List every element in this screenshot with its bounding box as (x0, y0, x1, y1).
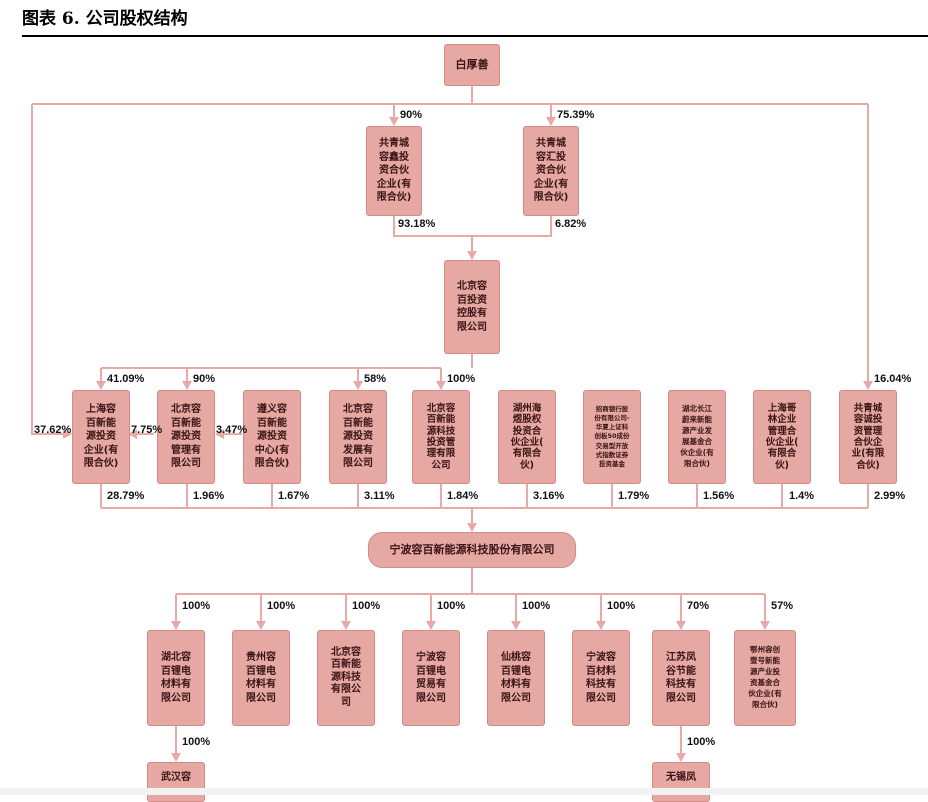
node-gongqing-cheng: 共青城 容诚投 资管理 合伙企 业(有限 合伙) (839, 390, 897, 484)
pct-label: 100% (182, 736, 211, 748)
pct-label: 1.67% (278, 490, 310, 502)
node-beijing-fazhan: 北京容 百新能 源投资 发展有 限公司 (329, 390, 387, 484)
pct-label: 100% (352, 600, 381, 612)
node-shanghai-gelin: 上海哥 林企业 管理合 伙企业( 有限合 伙) (753, 390, 811, 484)
pct-label: 90% (400, 109, 423, 121)
node-beijing-keji: 北京容 百新能 源科技 投资管 理有限 公司 (412, 390, 470, 484)
node-huzhou: 湖州海 煜股权 投资合 伙企业( 有限合 伙) (498, 390, 556, 484)
node-gongqing-hui: 共青城 容汇投 资合伙 企业(有 限合伙) (523, 126, 579, 216)
pct-label: 7.75% (131, 424, 163, 436)
node-ningbo-main: 宁波容百新能源科技股份有限公司 (368, 532, 576, 568)
figure-title: 图表 6. 公司股权结构 (22, 9, 188, 29)
pct-label: 1.56% (703, 490, 735, 502)
node-wuhan: 武汉容 (147, 762, 205, 802)
pct-label: 3.11% (364, 490, 395, 502)
node-beijing-kongu: 北京容 百投资 控股有 限公司 (444, 260, 500, 354)
pct-label: 6.82% (555, 218, 587, 230)
node-gongqing-xin: 共青城 容鑫投 资合伙 企业(有 限合伙) (366, 126, 422, 216)
node-xiantao: 仙桃容 百锂电 材料有 限公司 (487, 630, 545, 726)
pct-label: 41.09% (107, 373, 145, 385)
node-zhaoshang: 招商银行股 份有限公司- 华夏上证科 创板50成份 交易型开放 式指数证券 投资… (583, 390, 641, 484)
node-hubei-libo: 湖北容 百锂电 材料有 限公司 (147, 630, 205, 726)
node-zunyi: 遵义容 百新能 源投资 中心(有 限合伙) (243, 390, 301, 484)
pct-label: 28.79% (107, 490, 145, 502)
pct-label: 90% (193, 373, 216, 385)
node-bai-houshan: 白厚善 (444, 44, 500, 86)
pct-label: 93.18% (398, 218, 436, 230)
pct-label: 1.84% (447, 490, 479, 502)
pct-label: 100% (182, 600, 211, 612)
pct-label: 2.99% (874, 490, 906, 502)
node-beijing-nengyuan: 北京容 百新能 源科技 有限公 司 (317, 630, 375, 726)
node-hubei-changjiang: 湖北长江 蔚来新能 源产业发 展基金合 伙企业(有 限合伙) (668, 390, 726, 484)
pct-label: 100% (607, 600, 636, 612)
pct-label: 100% (447, 373, 476, 385)
pct-label: 100% (267, 600, 296, 612)
pct-label: 100% (437, 600, 466, 612)
pct-label: 16.04% (874, 373, 912, 385)
pct-label: 1.96% (193, 490, 225, 502)
pct-label: 57% (771, 600, 794, 612)
node-beijing-guanli: 北京容 百新能 源投资 管理有 限公司 (157, 390, 215, 484)
page-bottom-edge (0, 788, 928, 795)
pct-label: 75.39% (557, 109, 595, 121)
title-underline (22, 35, 928, 37)
pct-label: 100% (522, 600, 551, 612)
node-ezhou: 鄂州容创 壹号新能 源产业投 资基金合 伙企业(有 限合伙) (734, 630, 796, 726)
node-shanghai-rongbai: 上海容 百新能 源投资 企业(有 限合伙) (72, 390, 130, 484)
pct-label: 1.4% (789, 490, 815, 502)
pct-label: 1.79% (618, 490, 650, 502)
node-ningbo-maoyi: 宁波容 百锂电 贸易有 限公司 (402, 630, 460, 726)
pct-label: 3.47% (216, 424, 248, 436)
node-guizhou: 贵州容 百锂电 材料有 限公司 (232, 630, 290, 726)
node-wuxi: 无锡凤 (652, 762, 710, 802)
node-ningbo-cailiao: 宁波容 百材料 科技有 限公司 (572, 630, 630, 726)
pct-label: 58% (364, 373, 387, 385)
pct-label: 3.16% (533, 490, 565, 502)
pct-label: 100% (687, 736, 716, 748)
node-jiangsu: 江苏凤 谷节能 科技有 限公司 (652, 630, 710, 726)
pct-label: 70% (687, 600, 710, 612)
pct-label: 37.62% (34, 424, 72, 436)
